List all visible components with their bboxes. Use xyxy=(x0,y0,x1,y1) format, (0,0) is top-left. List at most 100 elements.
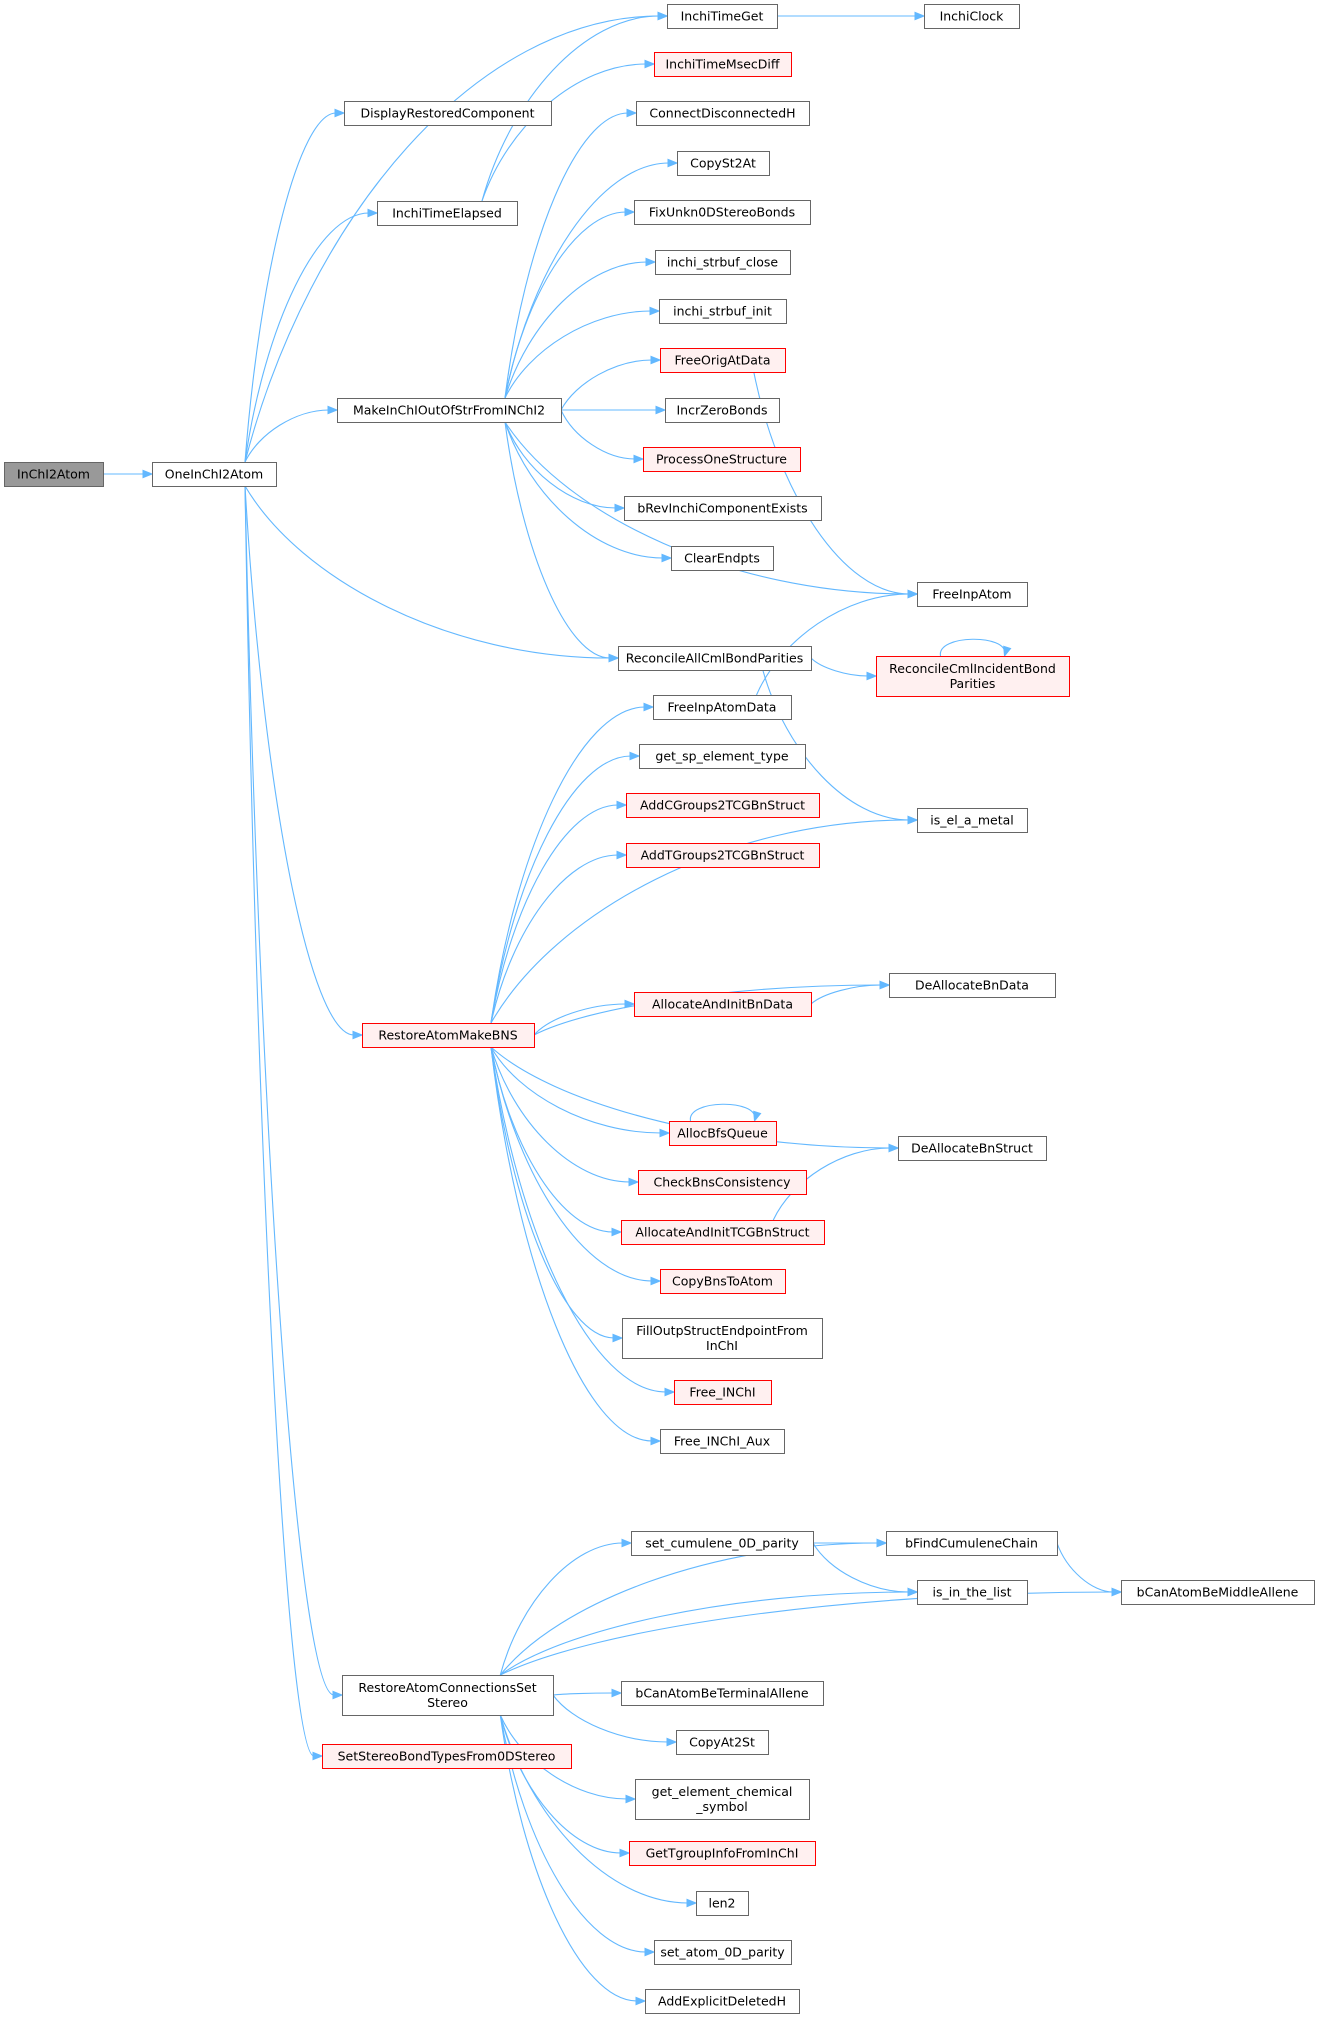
node-box xyxy=(674,1380,772,1405)
edge-n3-n9 xyxy=(481,11,669,202)
arrowhead xyxy=(616,850,628,860)
arrowhead xyxy=(633,454,645,464)
node-Free_INChI_Aux[interactable]: Free_INChI_Aux xyxy=(660,1429,785,1454)
node-box xyxy=(377,201,518,226)
edge-n0-n1 xyxy=(103,469,154,479)
node-MakeInChIOutOfStrFromINChI2[interactable]: MakeInChIOutOfStrFromINChI2 xyxy=(337,398,562,423)
node-label: CopySt2At xyxy=(690,156,756,171)
node-FreeInpAtomData[interactable]: FreeInpAtomData xyxy=(653,695,792,720)
node-bFindCumuleneChain[interactable]: bFindCumuleneChain xyxy=(886,1531,1058,1556)
node-inchi_strbuf_close[interactable]: inchi_strbuf_close xyxy=(655,250,791,275)
node-box xyxy=(342,1675,554,1716)
node-InchiTimeMsecDiff[interactable]: InchiTimeMsecDiff xyxy=(654,52,792,77)
node-CopyBnsToAtom[interactable]: CopyBnsToAtom xyxy=(660,1269,786,1294)
node-label: AllocateAndInitBnData xyxy=(652,997,793,1012)
edge-n5-n43 xyxy=(810,657,878,681)
node-get_element_chemical_symbol[interactable]: get_element_chemical_symbol xyxy=(635,1779,810,1820)
edge-n7-n36 xyxy=(499,1714,637,1804)
arrowhead xyxy=(621,1538,633,1548)
node-is_in_the_list[interactable]: is_in_the_list xyxy=(917,1580,1028,1605)
node-bCanAtomBeMiddleAllene[interactable]: bCanAtomBeMiddleAllene xyxy=(1121,1580,1315,1605)
node-label: inchi_strbuf_close xyxy=(667,255,778,270)
node-get_sp_element_type[interactable]: get_sp_element_type xyxy=(639,744,806,769)
node-AllocateAndInitBnData[interactable]: AllocateAndInitBnData xyxy=(634,992,812,1017)
node-RestoreAtomMakeBNS[interactable]: RestoreAtomMakeBNS xyxy=(362,1023,535,1048)
node-box xyxy=(659,299,787,324)
node-box xyxy=(676,1730,769,1755)
node-DeAllocateBnStruct[interactable]: DeAllocateBnStruct xyxy=(898,1136,1047,1161)
node-Free_INChI[interactable]: Free_INChI xyxy=(674,1380,772,1405)
node-InchiTimeElapsed[interactable]: InchiTimeElapsed xyxy=(377,201,518,226)
arrowhead xyxy=(907,815,919,825)
edge-line xyxy=(772,1147,891,1221)
node-InchiClock[interactable]: InchiClock xyxy=(924,4,1020,29)
node-InchiTimeGet[interactable]: InchiTimeGet xyxy=(667,4,778,29)
node-label: bRevInchiComponentExists xyxy=(637,501,807,516)
node-set_atom_0D_parity[interactable]: set_atom_0D_parity xyxy=(654,1940,792,1965)
node-box xyxy=(669,1121,777,1146)
node-AddCGroups2TCGBnStruct[interactable]: AddCGroups2TCGBnStruct xyxy=(626,793,820,818)
arrowhead xyxy=(332,1690,344,1700)
node-bCanAtomBeTerminalAllene[interactable]: bCanAtomBeTerminalAllene xyxy=(621,1681,824,1706)
node-CopySt2At[interactable]: CopySt2At xyxy=(677,151,770,176)
edge-line xyxy=(490,1046,631,1183)
edge-n6-n30 xyxy=(490,1046,624,1343)
node-AllocBfsQueue[interactable]: AllocBfsQueue xyxy=(669,1121,777,1146)
node-AddTGroups2TCGBnStruct[interactable]: AddTGroups2TCGBnStruct xyxy=(626,843,820,868)
node-FixUnkn0DStereoBonds[interactable]: FixUnkn0DStereoBonds xyxy=(634,200,811,225)
node-InChI2Atom[interactable]: InChI2Atom xyxy=(4,462,104,487)
node-ClearEndpts[interactable]: ClearEndpts xyxy=(671,546,774,571)
node-ProcessOneStructure[interactable]: ProcessOneStructure xyxy=(643,447,801,472)
edge-n6-n22 xyxy=(490,751,641,1024)
node-FreeInpAtom[interactable]: FreeInpAtom xyxy=(917,582,1028,607)
node-bRevInchiComponentExists[interactable]: bRevInchiComponentExists xyxy=(624,496,822,521)
edge-n28-n46 xyxy=(772,1143,900,1221)
node-AddExplicitDeletedH[interactable]: AddExplicitDeletedH xyxy=(645,1989,800,2014)
edge-line xyxy=(504,112,629,399)
arrowhead xyxy=(650,355,662,365)
edge-n7-n48 xyxy=(499,1587,919,1676)
edge-n3-n10 xyxy=(481,59,656,202)
node-SetStereoBondTypesFrom0DStereo[interactable]: SetStereoBondTypesFrom0DStereo xyxy=(322,1744,572,1769)
node-box xyxy=(322,1744,572,1769)
node-label: OneInChI2Atom xyxy=(165,467,263,482)
node-inchi_strbuf_init[interactable]: inchi_strbuf_init xyxy=(659,299,787,324)
edge-line xyxy=(490,1046,891,1149)
node-is_el_a_metal[interactable]: is_el_a_metal xyxy=(917,808,1028,833)
arrowhead xyxy=(626,108,638,118)
node-box xyxy=(924,4,1020,29)
node-DisplayRestoredComponent[interactable]: DisplayRestoredComponent xyxy=(344,101,552,126)
node-box xyxy=(626,793,820,818)
node-label: DeAllocateBnStruct xyxy=(911,1141,1033,1156)
node-label: get_sp_element_type xyxy=(655,749,789,764)
node-box xyxy=(886,1531,1058,1556)
node-ConnectDisconnectedH[interactable]: ConnectDisconnectedH xyxy=(636,101,810,126)
node-box xyxy=(638,1170,807,1195)
node-label: inchi_strbuf_init xyxy=(673,304,772,319)
arrowhead xyxy=(635,1996,647,2006)
arrowhead xyxy=(612,1333,624,1343)
node-CopyAt2St[interactable]: CopyAt2St xyxy=(676,1730,769,1755)
node-box xyxy=(667,4,778,29)
node-AllocateAndInitTCGBnStruct[interactable]: AllocateAndInitTCGBnStruct xyxy=(621,1220,825,1245)
node-GetTgroupInfoFromInChI[interactable]: GetTgroupInfoFromInChI xyxy=(629,1841,816,1866)
node-IncrZeroBonds[interactable]: IncrZeroBonds xyxy=(665,398,780,423)
edge-n1-n8 xyxy=(244,485,324,1761)
edge-n4-n5 xyxy=(504,421,620,663)
node-len2[interactable]: len2 xyxy=(696,1891,749,1916)
node-CheckBnsConsistency[interactable]: CheckBnsConsistency xyxy=(638,1170,807,1195)
node-OneInChI2Atom[interactable]: OneInChI2Atom xyxy=(152,462,277,487)
node-DeAllocateBnData[interactable]: DeAllocateBnData xyxy=(889,973,1056,998)
node-set_cumulene_0D_parity[interactable]: set_cumulene_0D_parity xyxy=(631,1531,814,1556)
node-ReconcileAllCmlBondParities[interactable]: ReconcileAllCmlBondParities xyxy=(618,646,812,671)
arrowhead xyxy=(1003,645,1012,658)
node-label: ConnectDisconnectedH xyxy=(649,106,795,121)
edge-n4-n11 xyxy=(504,108,638,399)
node-label: FreeInpAtom xyxy=(932,587,1011,602)
node-box xyxy=(4,462,104,487)
node-FreeOrigAtData[interactable]: FreeOrigAtData xyxy=(660,348,786,373)
arrowhead xyxy=(611,1688,623,1698)
